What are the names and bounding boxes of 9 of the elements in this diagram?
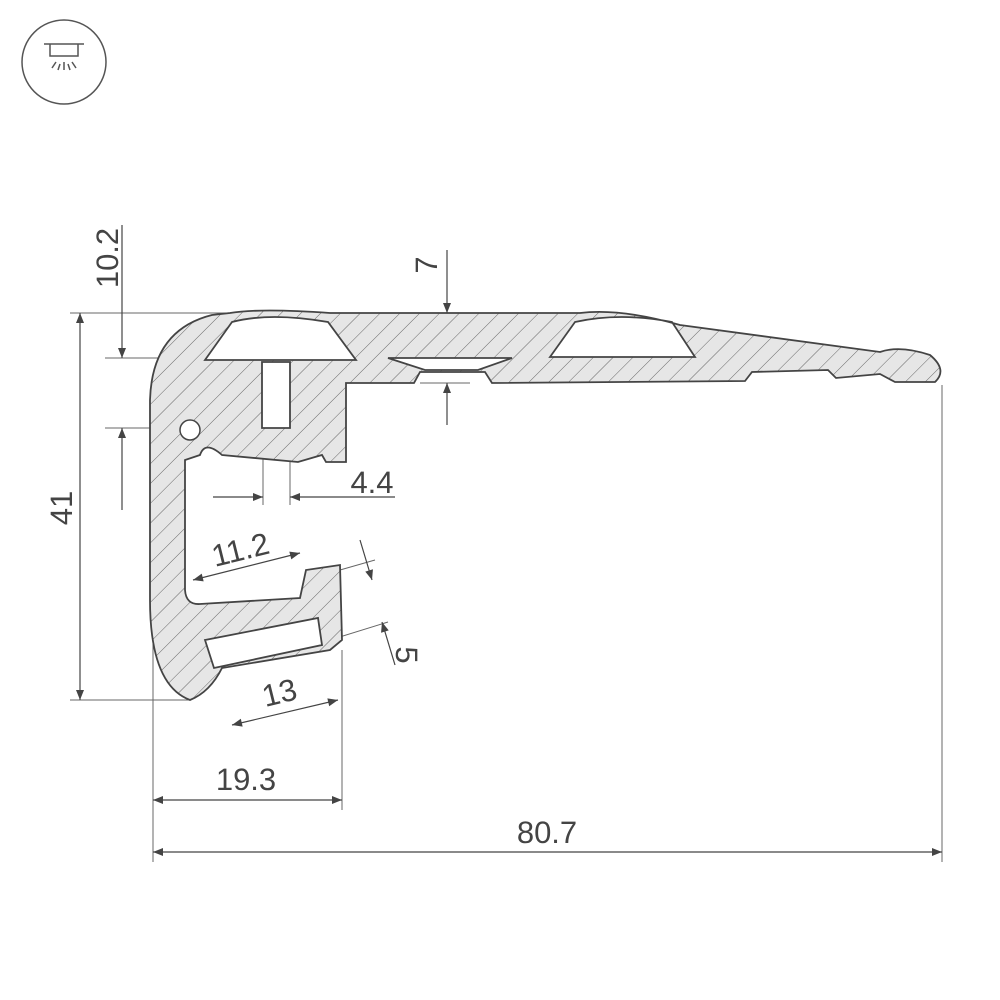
dimension-label: 80.7 xyxy=(516,815,578,850)
dimension-label: 13 xyxy=(258,672,300,714)
dimension-label: 19.3 xyxy=(216,762,276,797)
dimension-label: 4.4 xyxy=(350,465,394,500)
dimension-label: 5 xyxy=(389,646,424,664)
dimension-label: 10.2 xyxy=(90,228,125,288)
dimension-label: 41 xyxy=(44,490,79,526)
dimension-label: 11.2 xyxy=(208,526,273,574)
dimension-label: 7 xyxy=(409,256,444,274)
